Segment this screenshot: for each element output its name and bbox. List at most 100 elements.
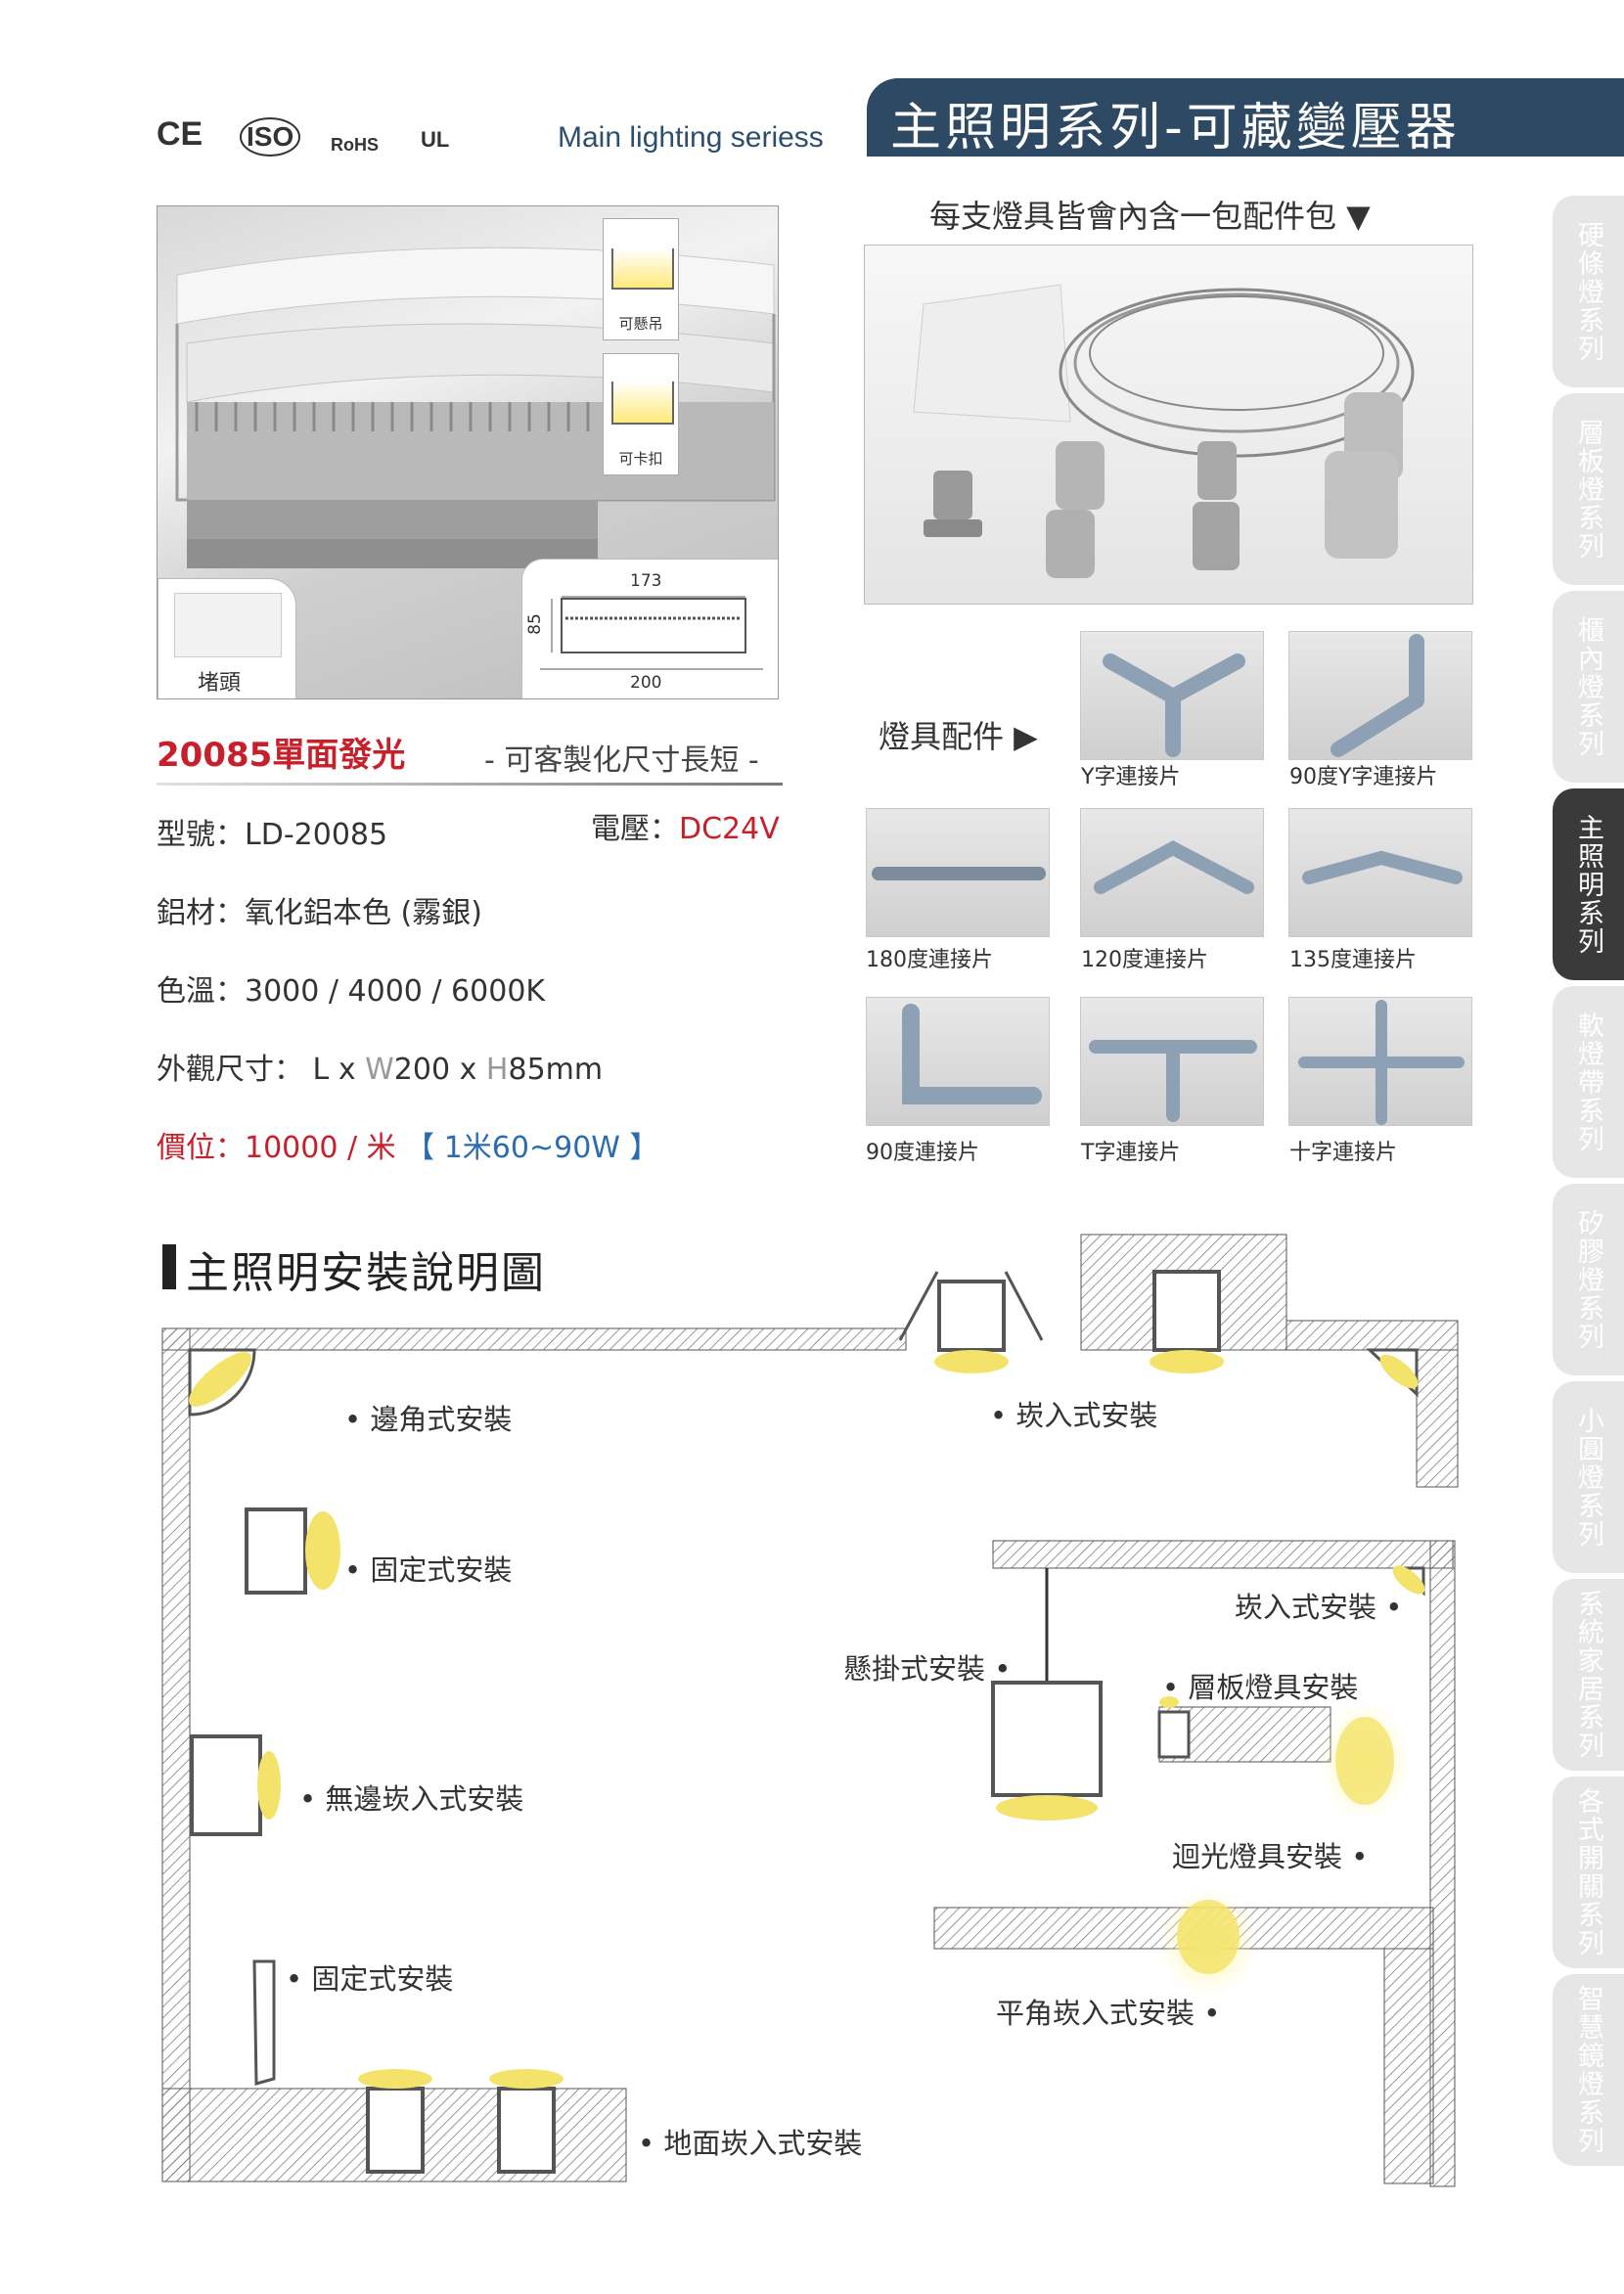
part-cross-connector-label: 十字連接片: [1289, 1141, 1398, 1165]
90-connector-icon: [902, 1004, 1042, 1104]
spec-size-x2: x: [459, 1053, 477, 1087]
product-name: 20085單面發光: [157, 736, 406, 775]
part-y-connector-img: [1080, 631, 1264, 760]
tab-switches[interactable]: 各式開關系列: [1553, 1777, 1624, 1968]
ce-mark: CE: [157, 115, 203, 153]
recessed-fixture-top-2: [1150, 1270, 1224, 1373]
spec-color-temp: 色溫：3000 / 4000 / 6000K: [157, 974, 546, 1009]
label-recessed-right: 崁入式安裝 •: [1235, 1591, 1403, 1624]
wall-right-low: [1383, 1948, 1434, 2184]
y-connector-icon: [1103, 653, 1245, 757]
part-180-connector-label: 180度連接片: [866, 948, 993, 972]
part-120-connector-img: [1080, 808, 1264, 937]
spec-voltage: 電壓：DC24V: [591, 804, 780, 847]
tab-hard-strip[interactable]: 硬條燈系列: [1553, 196, 1624, 387]
spec-size-h-value: 85mm: [508, 1053, 604, 1087]
135-connector-icon: [1302, 850, 1463, 884]
label-fixed-install-2: • 固定式安裝: [286, 1962, 454, 1996]
end-cap-label: 堵頭: [198, 671, 242, 696]
fixed-fixture-2: [252, 1959, 276, 2086]
part-y-connector-label: Y字連接片: [1081, 765, 1181, 789]
ul-mark: UL: [421, 127, 450, 152]
mount-pendant-thumb: 可懸吊: [603, 218, 679, 340]
spec-size-h: H: [485, 1053, 509, 1087]
dim-inner-width: 173: [630, 571, 662, 591]
page-title: 主照明系列-可藏變壓器: [890, 99, 1461, 157]
spec-size-x1: x: [338, 1053, 356, 1087]
180-connector-icon: [872, 867, 1046, 880]
flat-recessed-fixture: [1159, 1888, 1257, 1996]
accessory-pack-caption: 每支燈具皆會內含一包配件包 ▼: [929, 198, 1371, 235]
label-recessed-top: • 崁入式安裝: [990, 1399, 1158, 1432]
iso-mark: ISO: [240, 117, 301, 157]
part-t-connector-img: [1080, 997, 1264, 1126]
part-cross-connector-img: [1288, 997, 1472, 1126]
corner-fixture-right: [1366, 1348, 1419, 1398]
tab-shelf-light[interactable]: 層板燈系列: [1553, 393, 1624, 585]
tab-system-home[interactable]: 系統家居系列: [1553, 1579, 1624, 1771]
install-title: 主照明安裝說明圖: [186, 1248, 546, 1298]
label-frameless-install: • 無邊崁入式安裝: [299, 1782, 524, 1816]
spec-size-w-value: 200: [393, 1053, 451, 1087]
spec-price: 價位：10000 / 米 【 1米60~90W 】: [157, 1123, 658, 1166]
fixed-fixture-1: [245, 1507, 340, 1595]
cove-fixture: [1321, 1702, 1409, 1820]
tab-cabinet-light[interactable]: 櫃內燈系列: [1553, 591, 1624, 783]
tab-main-lighting[interactable]: 主照明系列: [1553, 788, 1624, 980]
spec-model-value: LD-20085: [245, 818, 388, 852]
tab-small-round[interactable]: 小圓燈系列: [1553, 1381, 1624, 1573]
dimension-drawing: 173 200 85: [521, 559, 778, 698]
part-t-connector-label: T字連接片: [1081, 1141, 1181, 1165]
accessory-pack-illustration: [913, 284, 1415, 578]
spec-power-value: 【 1米60~90W 】: [405, 1131, 659, 1165]
wall-left: [161, 1327, 191, 2182]
product-custom-note: - 可客製化尺寸長短 -: [484, 743, 759, 778]
spec-model: 型號：LD-20085: [157, 810, 387, 853]
tab-soft-strip[interactable]: 軟燈帶系列: [1553, 986, 1624, 1178]
shelf-fixture: [1157, 1696, 1191, 1759]
spec-size-label: 外觀尺寸：: [157, 1053, 303, 1087]
spec-voltage-value: DC24V: [679, 812, 780, 846]
ceiling-mid: [992, 1540, 1454, 1569]
corner-fixture: [188, 1348, 256, 1417]
part-180-connector-img: [866, 808, 1050, 937]
product-photo: 可懸吊 可卡扣 堵頭 173 200 85: [157, 205, 779, 699]
tab-silicone-light[interactable]: 矽膠燈系列: [1553, 1184, 1624, 1375]
floor-fixture-1: [358, 2069, 432, 2174]
part-90-connector-label: 90度連接片: [866, 1141, 979, 1165]
part-135-connector-label: 135度連接片: [1289, 948, 1417, 972]
rohs-mark: RoHS: [331, 135, 379, 155]
series-title-bar: 主照明系列-可藏變壓器: [867, 78, 1624, 157]
part-90y-connector-img: [1288, 631, 1472, 760]
product-divider: [157, 783, 783, 786]
cross-connector-icon: [1298, 1000, 1465, 1125]
t-connector-icon: [1089, 1040, 1257, 1122]
90y-connector-icon: [1331, 634, 1424, 757]
spec-voltage-label: 電壓：: [591, 812, 679, 846]
end-cap-thumb: 堵頭: [158, 578, 296, 698]
mount-clip-label: 可卡扣: [618, 450, 663, 468]
part-135-connector-img: [1288, 808, 1472, 937]
spec-model-label: 型號：: [157, 818, 245, 852]
label-flat-recessed: 平角崁入式安裝 •: [996, 1997, 1221, 2030]
label-shelf-install: • 層板燈具安裝: [1162, 1671, 1359, 1704]
spec-size-l: L: [312, 1053, 330, 1087]
mount-pendant-label: 可懸吊: [618, 315, 663, 333]
floor-fixture-2: [489, 2069, 564, 2174]
install-title-bar: [162, 1244, 176, 1289]
mount-clip-thumb: 可卡扣: [603, 353, 679, 475]
tab-smart-mirror[interactable]: 智慧鏡燈系列: [1553, 1974, 1624, 2166]
recessed-fixture-right: [1392, 1565, 1425, 1597]
label-fixed-install-1: • 固定式安裝: [344, 1553, 513, 1587]
series-english-title: Main lighting seriess: [558, 121, 824, 154]
part-90-connector-img: [866, 997, 1050, 1126]
wall-right-mid: [1429, 1540, 1456, 2187]
wall-ceiling-left: [161, 1327, 907, 1351]
accessory-pack-photo: [864, 245, 1473, 605]
label-cove-install: 迴光燈具安裝 •: [1172, 1840, 1369, 1873]
profile-dimension-svg: [540, 596, 763, 670]
label-floor-install: • 地面崁入式安裝: [638, 2127, 863, 2160]
part-120-connector-label: 120度連接片: [1081, 948, 1208, 972]
label-pendant-install: 懸掛式安裝 •: [843, 1652, 1012, 1686]
